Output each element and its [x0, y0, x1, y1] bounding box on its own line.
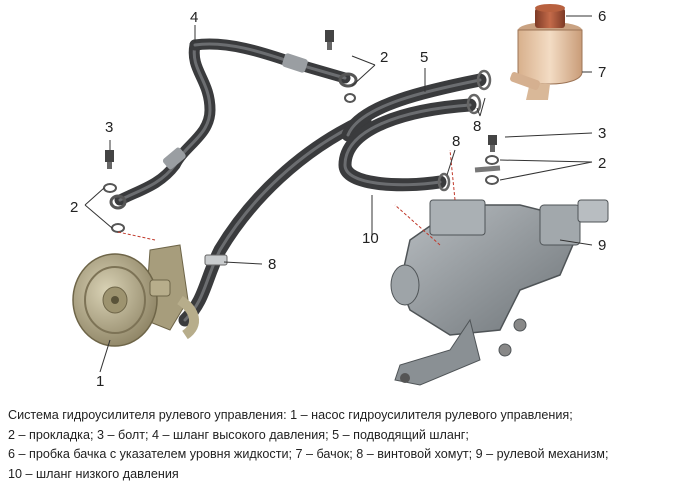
power-steering-diagram: 1 4 2 5 3 2 8 6 7 8 8 3 2 9 10	[70, 4, 609, 390]
callout-5: 5	[420, 49, 428, 66]
caption-line-2: 2 – прокладка; 3 – болт; 4 – шланг высок…	[8, 427, 469, 442]
callout-8-pump: 8	[268, 256, 276, 273]
pump-return-hose	[178, 113, 372, 327]
callout-2-top: 2	[380, 49, 388, 66]
callout-6: 6	[598, 8, 606, 25]
leader-lines	[84, 15, 593, 373]
caption-line-1: Система гидроусилителя рулевого управлен…	[8, 408, 573, 422]
caption-line-4: 10 – шланг низкого давления	[8, 466, 179, 481]
figure-caption: Система гидроусилителя рулевого управлен…	[8, 406, 684, 484]
callout-4: 4	[190, 9, 198, 26]
bolts-and-washers	[103, 30, 501, 233]
steering-gear	[390, 149, 609, 386]
callout-2-right: 2	[598, 155, 606, 172]
power-steering-pump	[72, 231, 199, 347]
callout-1: 1	[96, 373, 104, 390]
callout-10: 10	[362, 230, 379, 247]
caption-line-3: 6 – пробка бачка с указателем уровня жид…	[8, 447, 609, 461]
reservoir-cap	[535, 4, 565, 28]
callout-2-left: 2	[70, 199, 78, 216]
supply-and-return-hoses	[338, 69, 492, 192]
callout-3-left: 3	[105, 119, 113, 136]
callout-3-right: 3	[598, 125, 606, 142]
callout-8-gear: 8	[452, 133, 460, 150]
callout-8-reservoir: 8	[473, 118, 481, 135]
reservoir	[510, 4, 583, 100]
callout-9: 9	[598, 237, 606, 254]
high-pressure-hose	[109, 38, 358, 210]
callout-7: 7	[598, 64, 606, 81]
